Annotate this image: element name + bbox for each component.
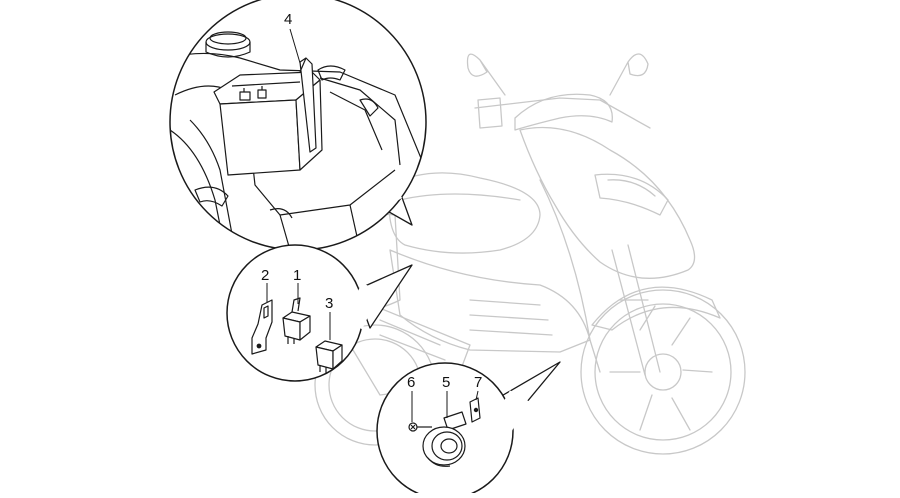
relay-inset	[226, 244, 413, 382]
callout-4: 4	[284, 11, 293, 28]
bracket-part	[251, 299, 273, 355]
horn-inset	[376, 361, 561, 498]
callout-1: 1	[293, 267, 302, 284]
callout-6: 6	[407, 374, 416, 391]
callout-7: 7	[474, 374, 483, 391]
callout-3: 3	[325, 295, 334, 312]
battery-inset	[169, 0, 427, 251]
leader-line-4	[289, 28, 301, 64]
callout-5: 5	[442, 374, 451, 391]
callout-2: 2	[261, 267, 270, 284]
